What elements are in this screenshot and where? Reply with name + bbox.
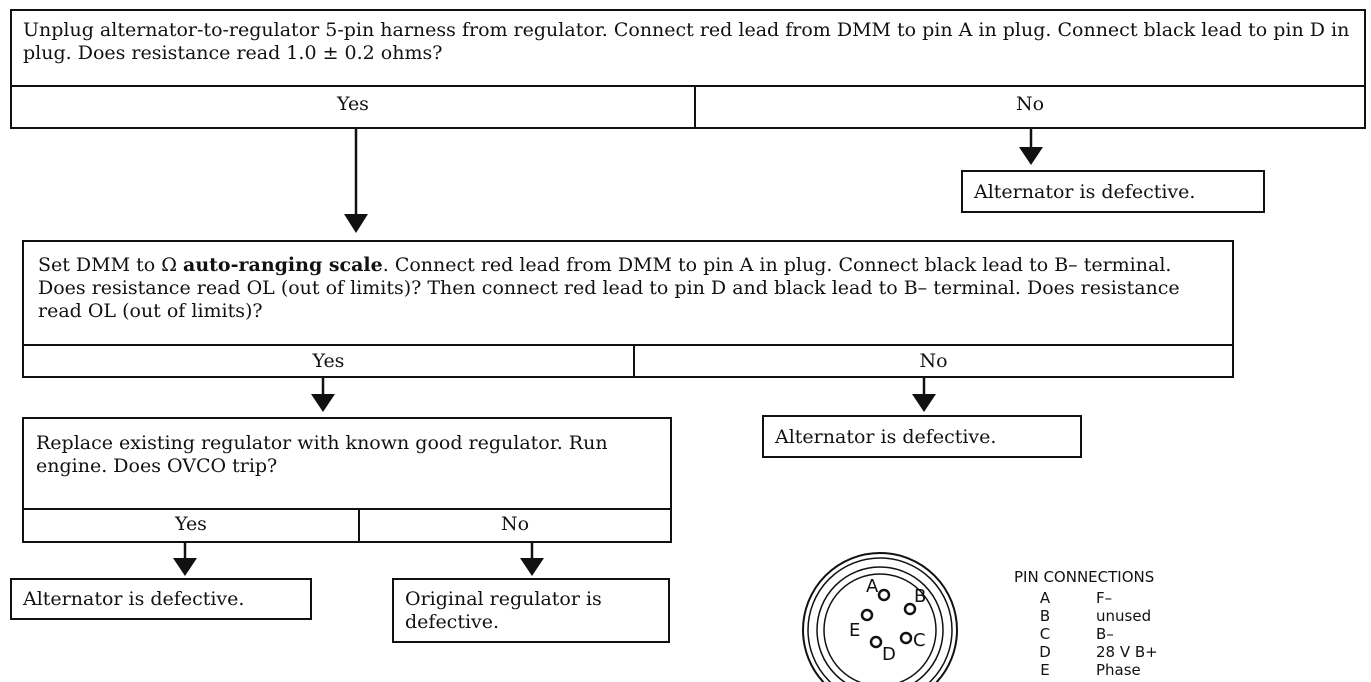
- step1-no-result-box: Alternator is defective.: [961, 170, 1265, 213]
- connector-inner-ring: [816, 566, 944, 682]
- step1-question: Unplug alternator-to-regulator 5-pin har…: [23, 19, 1350, 64]
- step1-no-result: Alternator is defective.: [974, 181, 1196, 203]
- arrowhead-step3-yes: [173, 558, 197, 576]
- arrowhead-step3-no: [520, 558, 544, 576]
- pin-function: 28 V B+: [1096, 643, 1158, 661]
- pin-function: F–: [1096, 589, 1113, 607]
- step2-no-result: Alternator is defective.: [775, 426, 997, 448]
- step2-question: Set DMM to Ω auto-ranging scale. Connect…: [38, 254, 1218, 323]
- connector-outer-ring: [802, 552, 958, 682]
- pin-label: E: [1040, 661, 1050, 679]
- pin-label: C: [1039, 625, 1051, 643]
- pin-c-socket: [899, 631, 913, 645]
- arrowhead-step1-yes: [344, 214, 368, 233]
- connector-pin-letters: A B C D E: [849, 576, 926, 665]
- step1-decision-box: Unplug alternator-to-regulator 5-pin har…: [10, 9, 1366, 129]
- step3-no-result: Original regulator is defective.: [405, 588, 602, 633]
- step1-yes-label: Yes: [337, 93, 369, 115]
- step3-yes-result: Alternator is defective.: [23, 588, 245, 610]
- step1-divider: [12, 85, 1364, 87]
- arrowhead-step2-no: [912, 394, 936, 412]
- step2-yes-label: Yes: [312, 350, 345, 372]
- connector-shell: [807, 557, 953, 682]
- step3-no-result-box: Original regulator is defective.: [392, 578, 670, 643]
- pin-function: unused: [1096, 607, 1152, 625]
- pin-connections-title: PIN CONNECTIONS: [1014, 568, 1155, 586]
- pin-d-socket: [869, 635, 883, 649]
- pin-d-letter: D: [882, 644, 896, 665]
- pin-a-letter: A: [866, 576, 879, 597]
- connector-insert: [823, 573, 937, 682]
- step2-no-label: No: [919, 350, 948, 372]
- step2-no-result-box: Alternator is defective.: [762, 415, 1082, 458]
- pin-c-letter: C: [913, 630, 926, 651]
- step2-decision-box: Set DMM to Ω auto-ranging scale. Connect…: [22, 240, 1234, 378]
- pin-e-letter: E: [849, 620, 860, 641]
- step3-question: Replace existing regulator with known go…: [36, 432, 608, 477]
- step2-divider: [24, 344, 1232, 346]
- pin-b-socket: [903, 602, 917, 616]
- pin-b-letter: B: [914, 586, 926, 607]
- step3-decision-box: Replace existing regulator with known go…: [22, 417, 672, 543]
- pin-function: Phase: [1096, 661, 1141, 679]
- step2-column-divider: [633, 344, 635, 376]
- arrowhead-step1-no: [1019, 147, 1043, 165]
- pin-e-socket: [860, 608, 874, 622]
- step3-yes-label: Yes: [175, 513, 207, 535]
- arrowhead-step2-yes: [311, 394, 335, 412]
- step2-question-pre: Set DMM to Ω: [38, 254, 184, 276]
- step2-question-post: . Connect red lead from DMM to pin A in …: [38, 254, 1180, 322]
- step1-no-label: No: [1015, 93, 1045, 115]
- step3-yes-result-box: Alternator is defective.: [10, 578, 312, 620]
- pin-label: B: [1039, 607, 1051, 625]
- pin-function: B–: [1096, 625, 1114, 643]
- connector-diagram: [802, 552, 958, 682]
- step3-column-divider: [358, 508, 360, 541]
- pin-label: D: [1039, 643, 1051, 661]
- step3-divider: [24, 508, 670, 510]
- step3-no-label: No: [500, 513, 530, 535]
- step1-column-divider: [694, 85, 696, 127]
- pin-a-socket: [877, 588, 891, 602]
- step2-question-bold: auto-ranging scale: [183, 254, 383, 276]
- pin-label: A: [1039, 589, 1051, 607]
